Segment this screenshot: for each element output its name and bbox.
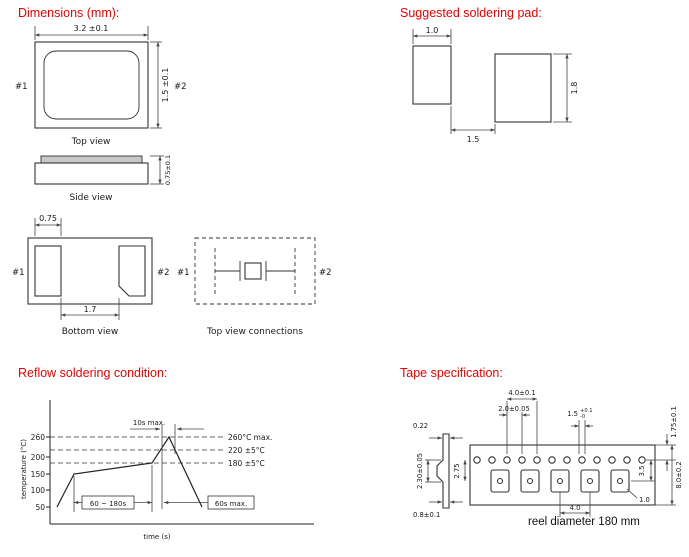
hole-diameter-tol-minus: -0 — [580, 414, 585, 420]
top-view-pin2-label: #2 — [174, 82, 187, 92]
center-distance-dim — [631, 460, 655, 482]
bottom-view-pad1 — [34, 245, 62, 297]
top-view-body — [34, 41, 149, 129]
side-view-lid — [40, 155, 143, 164]
bottom-view-gap-dim — [60, 298, 120, 320]
top-view-height-label: 1.5 ±0.1 — [161, 68, 170, 103]
side-view-caption: Side view — [69, 193, 112, 203]
peak-duration-label: 10s max. — [133, 419, 165, 427]
soak-label-box — [81, 495, 135, 510]
soldering-pad-drawing: 1.0 1.8 1.5 — [412, 26, 579, 144]
bottom-view-pin2-label: #2 — [157, 268, 170, 278]
pad-left — [412, 45, 452, 105]
bottom-view: 0.75 1.7 #1 #2 Bottom view — [12, 214, 170, 337]
cool-label-box — [207, 495, 255, 510]
connections-pin2-label: #2 — [319, 268, 332, 278]
tape-drawing: 0.22 2.30±0.05 2.75 — [413, 389, 683, 519]
reel-diameter-note: reel diameter 180 mm — [528, 516, 640, 528]
edge-distance-label: 1.75±0.1 — [670, 406, 678, 438]
pad-gap-dim — [450, 106, 496, 134]
bottom-view-caption: Bottom view — [62, 327, 119, 337]
tape-title: Tape specification: — [400, 366, 503, 380]
cool-duration-label: 60s max. — [215, 500, 247, 508]
bottom-view-gap-label: 1.7 — [84, 305, 97, 314]
y-axis-label: temperature (°C) — [20, 439, 28, 499]
pad-gap-label: 1.5 — [467, 135, 480, 144]
dimensions-drawing: 3.2 ±0.1 1.5 ±0.1 #1 #2 Top view 0.75±0.… — [12, 24, 332, 337]
dimensions-title: Dimensions (mm): — [18, 6, 120, 20]
x-axis-label: time (s) — [143, 533, 170, 541]
reference-lines — [50, 436, 225, 464]
top-view: 3.2 ±0.1 1.5 ±0.1 #1 #2 Top view — [15, 24, 187, 147]
bottom-view-pin1-label: #1 — [12, 268, 25, 278]
top-view-height-dim — [150, 41, 162, 129]
tape-width-dim — [655, 445, 676, 506]
side-view-thickness-label: 0.75±0.1 — [164, 155, 172, 185]
ytick-50: 50 — [35, 503, 45, 512]
center-distance-label: 3.5 — [638, 466, 646, 477]
top-view-width-label: 3.2 ±0.1 — [74, 24, 109, 33]
top-view-connections: #1 #2 Top view connections — [177, 237, 332, 337]
pocket-radius-label: 1.0 — [639, 496, 650, 504]
pad-width-label: 1.0 — [426, 26, 439, 35]
bottom-view-pad-width-label: 0.75 — [39, 214, 57, 223]
sprocket-holes — [473, 456, 646, 464]
offset-label: 2.75 — [453, 463, 461, 478]
pad-height-dim — [553, 53, 572, 123]
ytick-260: 260 — [31, 433, 46, 442]
top-view-width-dim — [34, 26, 149, 40]
total-thickness-label: 0.8±0.1 — [413, 511, 440, 519]
ref-260-label: 260°C max. — [228, 433, 272, 442]
tape-width-label: 8.0±0.2 — [675, 461, 683, 488]
tape-section-profile — [436, 433, 450, 509]
pocket-radius-dim — [626, 488, 638, 499]
bottom-view-pad2 — [118, 245, 146, 297]
pocket-depth-label: 2.30±0.05 — [416, 453, 424, 489]
pad-right — [494, 53, 552, 123]
ref-180-label: 180 ±5°C — [228, 459, 265, 468]
hole-pocket-label: 2.0±0.05 — [498, 405, 530, 413]
top-view-pin1-label: #1 — [15, 82, 28, 92]
bottom-view-pad-width-dim — [34, 218, 62, 236]
carrier-thickness-label: 0.22 — [413, 422, 428, 430]
side-view: 0.75±0.1 Side view — [34, 155, 172, 203]
side-view-body — [34, 162, 149, 185]
ytick-150: 150 — [31, 470, 46, 479]
pockets — [490, 469, 630, 493]
ytick-200: 200 — [31, 453, 46, 462]
pad-width-dim — [412, 29, 452, 44]
side-view-thickness-dim — [150, 155, 164, 185]
connections-caption: Top view connections — [206, 327, 303, 337]
pocket-pitch-dim — [559, 492, 591, 517]
temperature-profile — [56, 435, 203, 508]
soak-duration-dim — [73, 465, 153, 512]
peak-duration-dim — [130, 424, 204, 509]
connections-outline — [194, 237, 316, 305]
connections-pin1-label: #1 — [177, 268, 190, 278]
soldering-pad-title: Suggested soldering pad: — [400, 6, 542, 20]
top-view-caption: Top view — [71, 137, 111, 147]
hole-diameter-label: 1.5 — [567, 410, 578, 418]
ref-220-label: 220 ±5°C — [228, 446, 265, 455]
ytick-100: 100 — [31, 486, 46, 495]
soak-duration-label: 60 ~ 180s — [90, 500, 127, 508]
pocket-pitch-label: 4.0 — [570, 504, 581, 512]
hole-pitch-dim — [506, 397, 538, 454]
hole-pitch-label: 4.0±0.1 — [508, 389, 535, 397]
reflow-title: Reflow soldering condition: — [18, 366, 168, 380]
hole-diameter-tol-plus: +0.1 — [580, 408, 593, 414]
crystal-symbol — [215, 261, 295, 281]
top-view-lid — [43, 50, 140, 120]
pocket-depth-dim — [425, 459, 441, 483]
chart-axes — [46, 400, 314, 525]
reflow-chart: 260 200 150 100 50 260°C max. 220 ±5°C 1… — [20, 400, 314, 541]
hole-diameter-dim — [571, 420, 593, 454]
pad-height-label: 1.8 — [570, 82, 579, 95]
hole-pocket-dim — [499, 412, 530, 454]
